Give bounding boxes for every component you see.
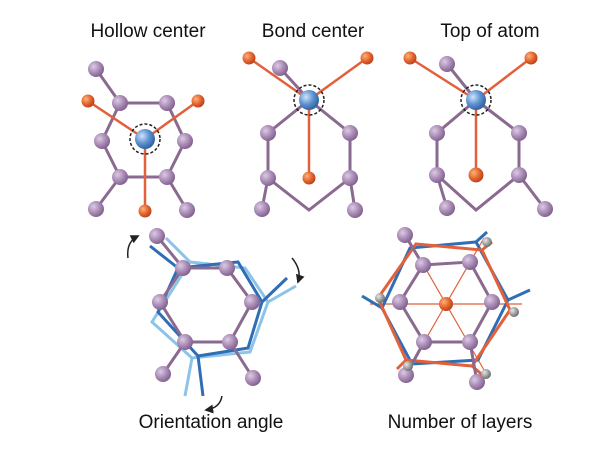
curved-arrow-icon [126,235,140,259]
panel-label-number-of-layers: Number of layers [388,412,533,433]
dashed-circle-icon [129,123,161,155]
curved-arrow-icon [291,257,305,284]
carbon-atoms [429,56,553,217]
adsorbate-bonds [409,56,532,175]
center-dopant-atom [439,297,453,311]
layer-blue [149,244,289,397]
carbon-atoms [149,228,261,386]
dashed-circle-icon [460,84,492,116]
panel-label-hollow-center: Hollow center [90,21,206,42]
dashed-circle-icon [293,84,325,116]
panel-number-of-layers: Number of layers [361,227,533,433]
curved-arrow-icon [204,395,223,414]
center-atom [135,129,155,149]
center-atom [299,90,319,110]
dopant-atoms [403,51,538,183]
carbon-atoms [254,60,363,218]
center-atom [466,90,486,110]
dopant-atoms [242,51,374,185]
panel-orientation-angle: Orientation angle [126,228,305,433]
rotation-arrows [126,235,305,414]
panel-top-of-atom: Top of atom [403,21,553,217]
carbon-atoms [392,227,500,390]
panel-label-top-of-atom: Top of atom [440,21,539,42]
panel-hollow-center: Hollow center [81,21,206,218]
layer-light-blue [150,236,297,397]
panel-bond-center: Bond center [242,21,374,218]
adsorbate-bonds [248,56,368,178]
panel-label-bond-center: Bond center [262,21,365,42]
small-atoms [375,237,519,379]
panel-label-orientation-angle: Orientation angle [139,412,284,433]
adsorbate-bonds [87,99,199,211]
carbon-atoms [88,61,195,218]
dopant-atoms [81,94,205,218]
